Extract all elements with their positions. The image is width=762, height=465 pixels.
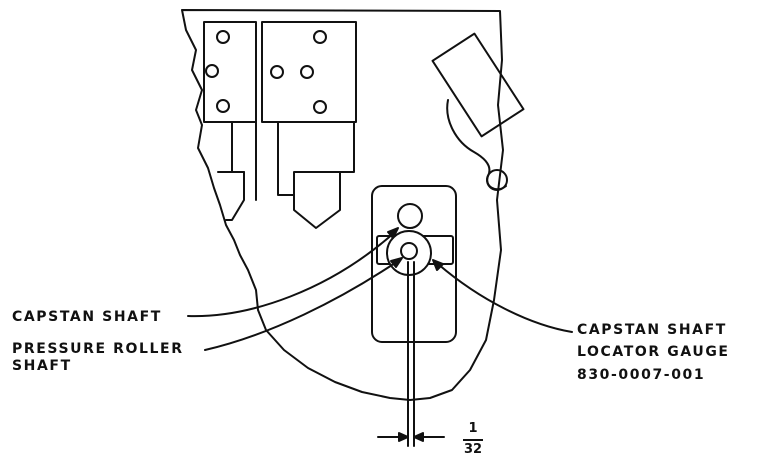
mount-hole (205, 64, 219, 78)
dimension-numerator: 1 (468, 421, 478, 436)
capstan-shaft-label: CAPSTAN SHAFT (12, 309, 162, 325)
left-mounting-block (203, 21, 257, 123)
gauge-label-line2: LOCATOR GAUGE (577, 344, 730, 360)
mount-hole (216, 30, 230, 44)
pressure-roller-label-line2: SHAFT (12, 358, 72, 374)
mount-hole (313, 30, 327, 44)
dimension-denominator: 32 (463, 442, 483, 457)
leader-arrowhead (387, 227, 399, 239)
dimension-arrowhead-right (413, 432, 424, 442)
leader-capstan-shaft (187, 231, 396, 318)
mount-hole (216, 99, 230, 113)
dimension-arrowhead-left (398, 432, 409, 442)
center-bracket (277, 121, 355, 229)
right-notch (446, 99, 507, 191)
part-number-label: 830-0007-001 (577, 367, 706, 383)
chassis-plate-outline (181, 9, 504, 401)
mount-hole (270, 65, 284, 79)
right-mounting-block (261, 21, 357, 123)
leader-locator-gauge (437, 263, 573, 333)
mount-hole (300, 65, 314, 79)
capstan-shaft (397, 203, 423, 229)
leader-arrowhead (390, 257, 403, 268)
leader-arrowhead (432, 259, 444, 271)
slanted-tab (431, 32, 525, 138)
left-bracket (225, 121, 257, 221)
notch-hole (486, 169, 508, 191)
gauge-label-line1: CAPSTAN SHAFT (577, 322, 727, 338)
mount-hole (313, 100, 327, 114)
fraction-bar (463, 439, 483, 441)
pressure-roller-inner (400, 242, 418, 260)
leader-pressure-roller (204, 260, 399, 351)
pressure-roller-label-line1: PRESSURE ROLLER (12, 341, 184, 357)
